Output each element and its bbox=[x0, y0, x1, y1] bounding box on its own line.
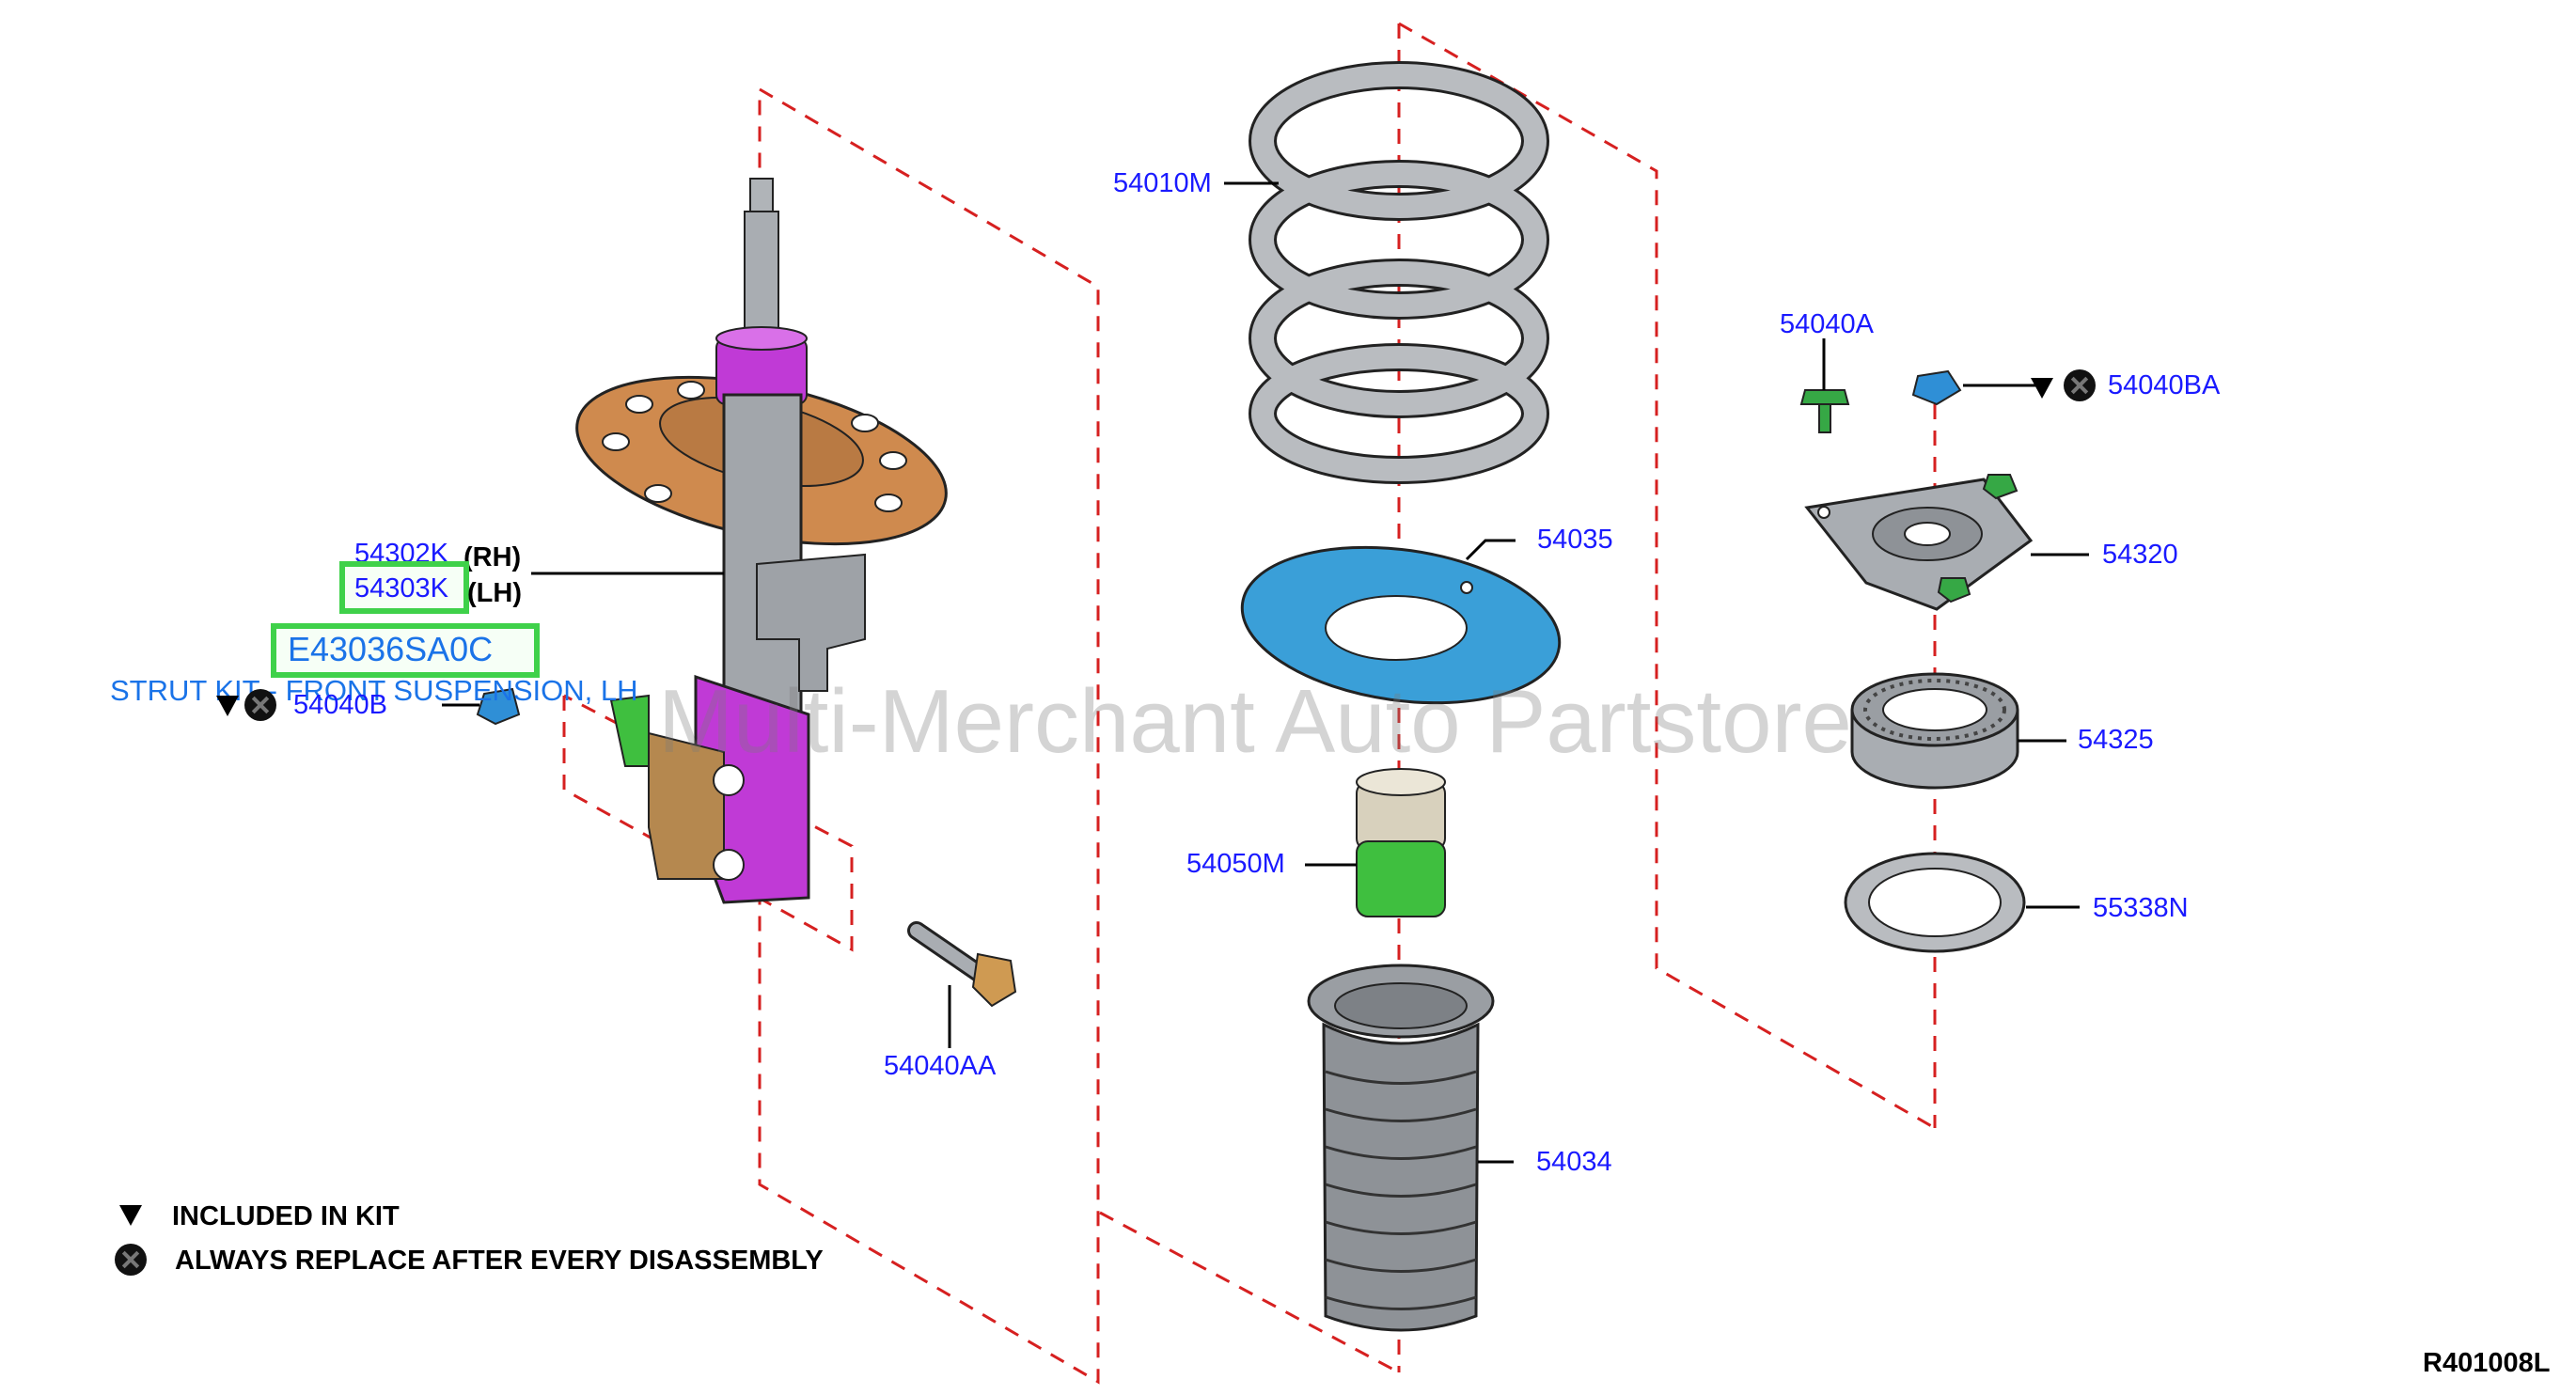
nut-54040B[interactable] bbox=[476, 687, 521, 726]
legend-included-marker bbox=[119, 1205, 142, 1226]
highlight-54303K bbox=[339, 561, 469, 614]
label-54303K[interactable]: 54303K bbox=[354, 573, 448, 603]
insulator-55338N[interactable] bbox=[1844, 852, 2026, 953]
upper-mount-54320[interactable] bbox=[1804, 474, 2034, 611]
coil-spring-54010M[interactable] bbox=[1249, 61, 1549, 484]
dust-boot-54034[interactable] bbox=[1307, 964, 1495, 1332]
label-54320[interactable]: 54320 bbox=[2102, 540, 2178, 570]
label-54010M[interactable]: 54010M bbox=[1113, 168, 1212, 198]
label-rh: (RH) bbox=[463, 542, 522, 572]
bolt-54040AA[interactable] bbox=[907, 921, 1017, 1008]
label-54040BA[interactable]: 54040BA bbox=[2108, 370, 2221, 400]
bump-stop-54050M[interactable] bbox=[1356, 768, 1446, 917]
label-54050M[interactable]: 54050M bbox=[1186, 849, 1285, 879]
label-54034[interactable]: 54034 bbox=[1536, 1147, 1612, 1177]
replace-marker-54040BA bbox=[2064, 369, 2096, 401]
kit-part-number[interactable]: E43036SA0C bbox=[288, 630, 494, 668]
kit-name[interactable]: STRUT KIT - FRONT SUSPENSION, LH bbox=[110, 674, 638, 707]
legend-replace-text: ALWAYS REPLACE AFTER EVERY DISASSEMBLY bbox=[175, 1246, 824, 1276]
diagram-code: R401008L bbox=[2423, 1348, 2551, 1378]
legend-included-text: INCLUDED IN KIT bbox=[172, 1201, 400, 1231]
bolt-54040A[interactable] bbox=[1799, 389, 1850, 433]
label-54325[interactable]: 54325 bbox=[2078, 725, 2154, 755]
label-54040AA[interactable]: 54040AA bbox=[884, 1051, 997, 1081]
label-55338N[interactable]: 55338N bbox=[2093, 893, 2189, 923]
highlight-kit-part-number bbox=[271, 623, 540, 678]
spring-seat-54035[interactable] bbox=[1233, 528, 1570, 722]
leader-lines bbox=[442, 181, 2089, 1164]
label-54035[interactable]: 54035 bbox=[1537, 525, 1613, 555]
bearing-54325[interactable] bbox=[1850, 672, 2019, 790]
label-lh: (LH) bbox=[467, 578, 522, 608]
included-in-kit-marker-54040BA bbox=[2031, 378, 2053, 399]
replace-marker-54040B bbox=[244, 689, 276, 721]
legend-replace-marker bbox=[115, 1244, 147, 1276]
label-54040B[interactable]: 54040B bbox=[293, 690, 387, 720]
strut-assembly[interactable] bbox=[562, 178, 962, 904]
label-54040A[interactable]: 54040A bbox=[1780, 309, 1874, 339]
included-in-kit-marker-54040B bbox=[216, 696, 239, 716]
nut-54040BA[interactable] bbox=[1911, 369, 1962, 406]
